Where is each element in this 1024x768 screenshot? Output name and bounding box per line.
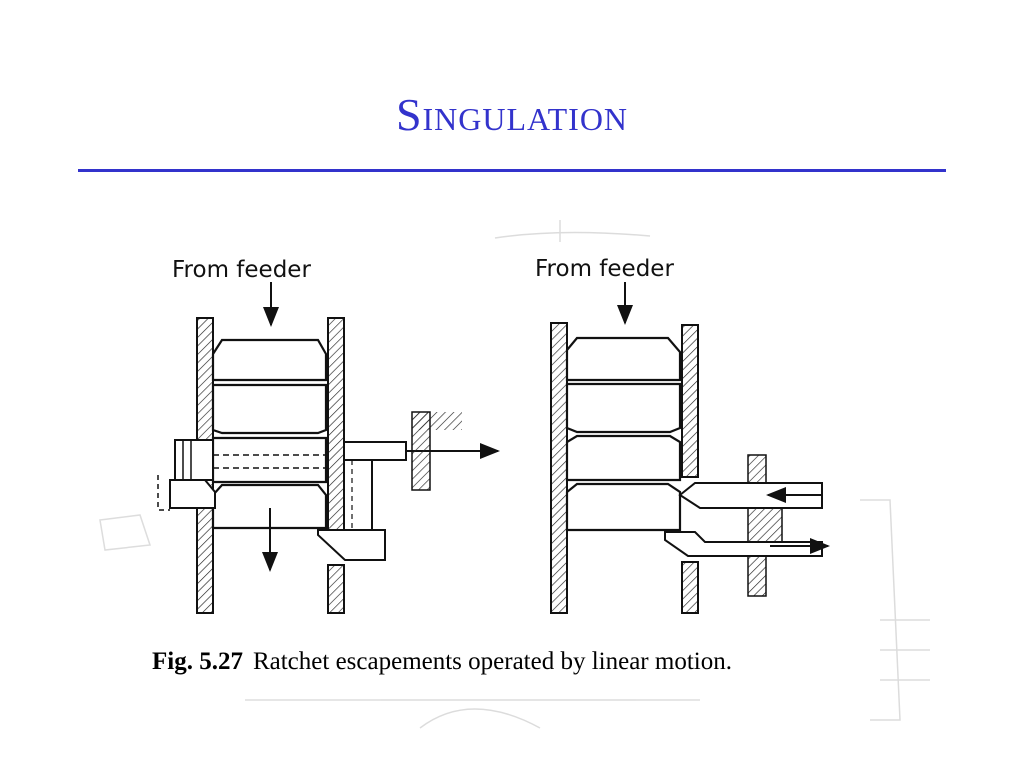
left-slide-foot bbox=[317, 529, 386, 561]
right-wall-right-lower bbox=[681, 561, 699, 614]
left-wall-right-upper bbox=[327, 317, 345, 531]
left-upper-pawl bbox=[174, 439, 214, 481]
right-wall-right-upper bbox=[681, 324, 699, 478]
background-sketch bbox=[99, 220, 930, 729]
right-fixed-guide-lower bbox=[747, 555, 767, 597]
right-part-3 bbox=[565, 434, 682, 482]
right-feeder-label: From feeder bbox=[535, 256, 674, 282]
title-rule bbox=[78, 169, 946, 172]
right-lower-pawl bbox=[664, 531, 823, 557]
right-fixed-guide-upper bbox=[747, 454, 767, 484]
left-part-2 bbox=[211, 383, 328, 435]
left-part-3 bbox=[211, 436, 328, 484]
left-slide-bar bbox=[343, 441, 407, 461]
right-part-2 bbox=[565, 382, 682, 434]
escapement-diagram: From feeder From feeder bbox=[99, 220, 930, 729]
left-escapement: From feeder bbox=[157, 257, 500, 614]
left-lower-pawl bbox=[169, 479, 216, 509]
left-slide-body bbox=[343, 459, 373, 531]
right-part-4 bbox=[565, 482, 682, 532]
right-part-1 bbox=[565, 336, 682, 382]
figure-caption: Fig. 5.27 Ratchet escapements operated by… bbox=[152, 648, 732, 676]
right-escapement: From feeder bbox=[535, 256, 830, 614]
left-feeder-label: From feeder bbox=[172, 257, 311, 283]
left-part-1 bbox=[211, 338, 328, 382]
slide-title: Singulation bbox=[395, 89, 629, 140]
figure-caption-text: Ratchet escapements operated by linear m… bbox=[252, 648, 732, 675]
right-fixed-guide-mid bbox=[747, 507, 783, 543]
left-wall-right-lower bbox=[327, 564, 345, 614]
right-wall-left bbox=[550, 322, 568, 614]
figure-number: Fig. 5.27 bbox=[152, 648, 243, 675]
